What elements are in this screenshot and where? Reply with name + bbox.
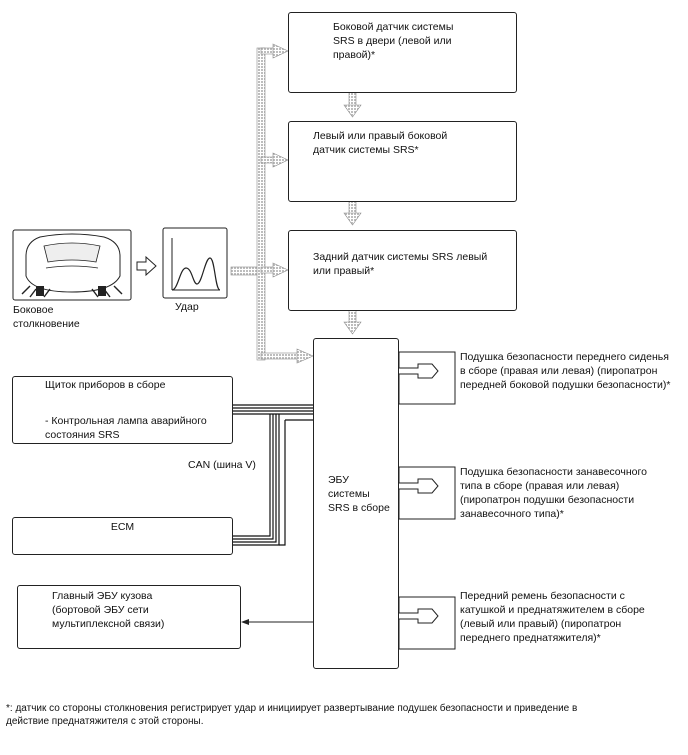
front-seat-airbag-label: Подушка безопасности переднего сиденья в… xyxy=(460,351,671,391)
rear-sensor-label: Задний датчик системы SRS левый или прав… xyxy=(313,251,488,277)
impact-graph-caption: Удар xyxy=(175,301,199,313)
body-ecu-arrow-icon xyxy=(241,619,249,625)
srs-ecu-label: ЭБУ системы SRS в сборе xyxy=(328,474,390,514)
footnote: *: датчик со стороны столкновения регист… xyxy=(6,703,578,727)
srs-warning-lamp-label: - Контрольная лампа аварийного состояния… xyxy=(45,415,207,441)
rear-sensor-box xyxy=(288,230,517,311)
body-ecu-box xyxy=(17,585,241,649)
can-bus-label: CAN (шина V) xyxy=(188,459,256,471)
door-sensor-box xyxy=(288,12,517,93)
side-sensor-label: Левый или правый боковой датчик системы … xyxy=(313,130,448,156)
ecm-label: ECM xyxy=(110,521,135,533)
impact-arrow-icon xyxy=(136,255,157,277)
side-sensor-box xyxy=(288,121,517,202)
body-ecu-label: Главный ЭБУ кузова (бортовой ЭБУ сети му… xyxy=(52,590,165,630)
meter-box xyxy=(12,376,233,444)
output-connectors xyxy=(398,351,456,650)
can-bus-lines xyxy=(233,404,313,546)
curtain-airbag-label: Подушка безопасности занавесочного типа … xyxy=(460,466,647,520)
ecm-box xyxy=(12,517,233,555)
door-sensor-label: Боковой датчик системы SRS в двери (лево… xyxy=(333,21,454,61)
side-collision-caption: Боковое столкновение xyxy=(13,304,80,330)
seat-belt-pretensioner-label: Передний ремень безопасности с катушкой … xyxy=(460,590,645,644)
srs-ecu-box xyxy=(313,338,399,669)
impact-graph-icon xyxy=(162,227,228,299)
car-side-collision-icon xyxy=(12,229,132,301)
meter-title: Щиток приборов в сборе xyxy=(45,379,166,391)
